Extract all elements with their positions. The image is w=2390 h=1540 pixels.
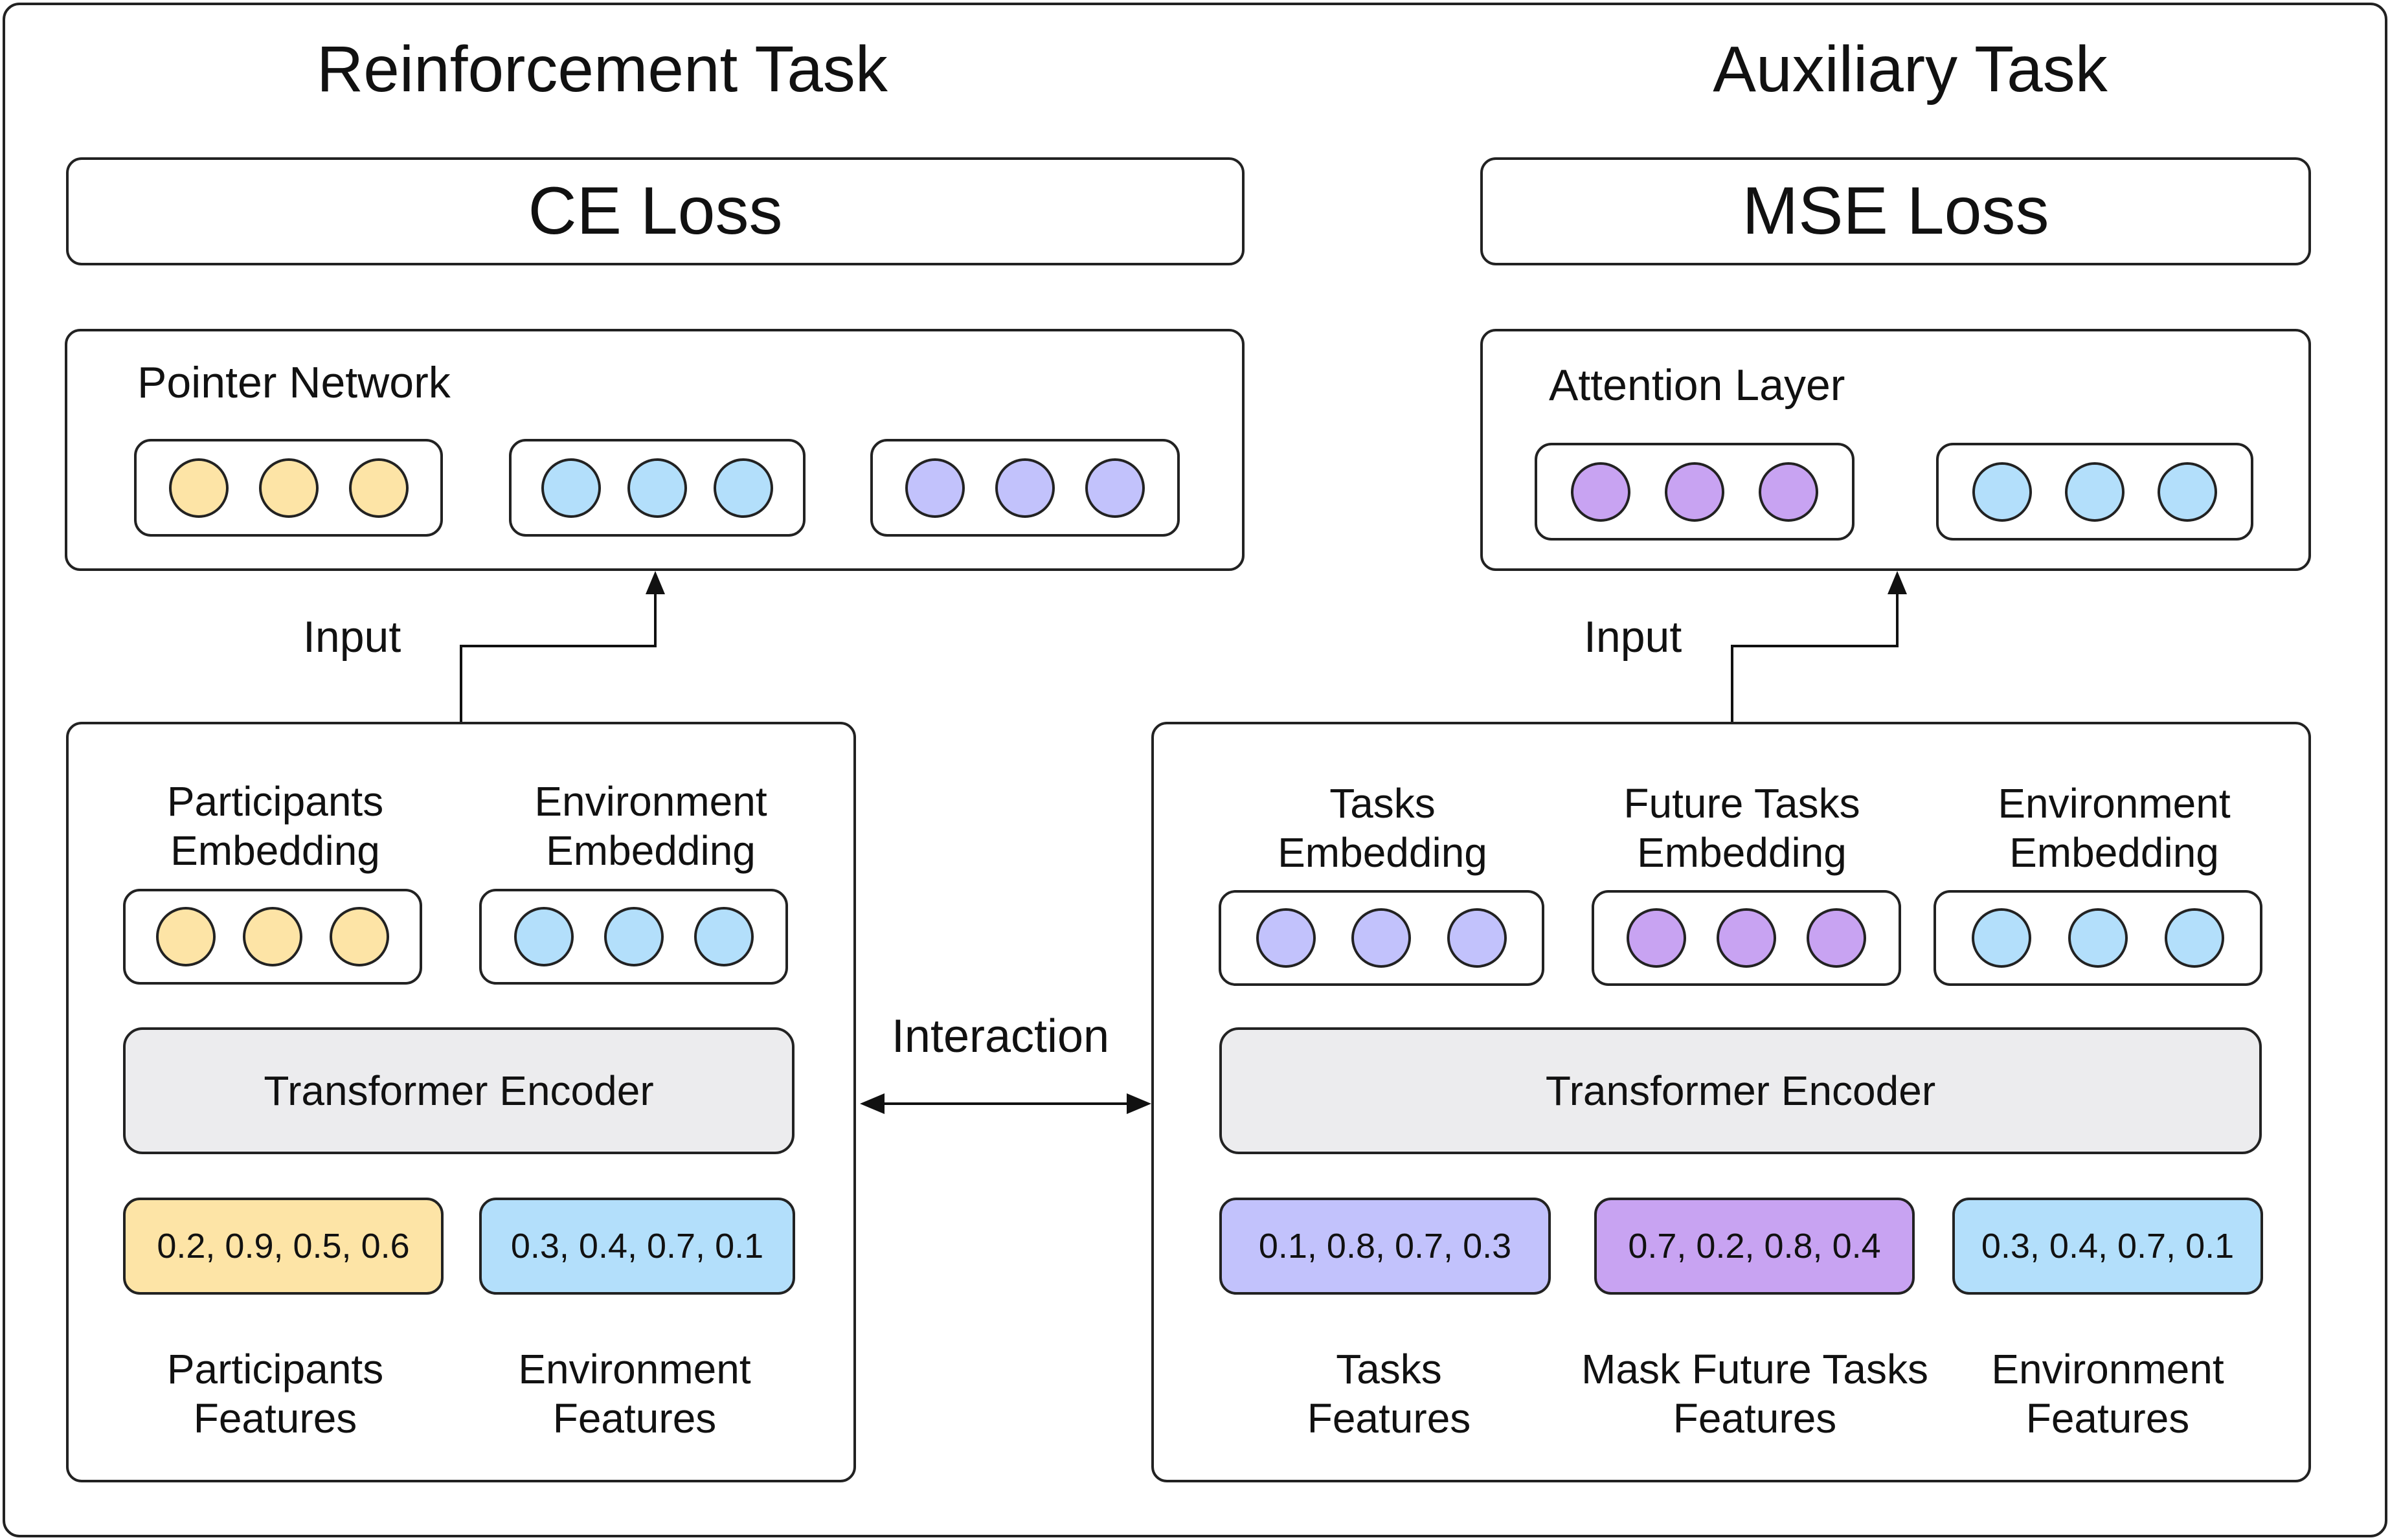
right-transformer-encoder: Transformer Encoder bbox=[1219, 1027, 2262, 1154]
environment-embedding-dot bbox=[713, 458, 773, 518]
pointer-participants-group bbox=[134, 439, 443, 537]
left-environment-embedding-group bbox=[479, 889, 788, 985]
participant-embedding-dot bbox=[348, 458, 409, 518]
right-input-label: Input bbox=[1584, 612, 1682, 662]
participant-embedding-dot bbox=[156, 907, 216, 966]
future-task-embedding-dot bbox=[1664, 462, 1724, 522]
tasks-embedding-group bbox=[1219, 890, 1544, 986]
right-input-arrowhead bbox=[1888, 571, 1907, 594]
participant-embedding-dot bbox=[258, 458, 319, 518]
left-transformer-encoder: Transformer Encoder bbox=[123, 1027, 795, 1154]
right-section-title: Auxiliary Task bbox=[1713, 33, 2108, 106]
left-input-label: Input bbox=[303, 612, 401, 662]
participant-embedding-dot bbox=[243, 907, 302, 966]
environment-embedding-dot bbox=[627, 458, 687, 518]
environment-embedding-dot bbox=[2064, 462, 2125, 522]
tasks-feature-values: 0.1, 0.8, 0.7, 0.3 bbox=[1219, 1198, 1551, 1295]
right-input-arrow bbox=[1731, 586, 1899, 722]
attention-environment-group bbox=[1936, 443, 2253, 541]
environment-embedding-dot bbox=[1972, 462, 2032, 522]
future-task-embedding-dot bbox=[1758, 462, 1818, 522]
left-input-arrow bbox=[460, 586, 657, 722]
interaction-label: Interaction bbox=[891, 1010, 1110, 1062]
interaction-arrowhead-left bbox=[860, 1093, 885, 1114]
future-tasks-embedding-group bbox=[1592, 890, 1901, 986]
attention-future-tasks-group bbox=[1535, 443, 1855, 541]
environment-embedding-dot bbox=[513, 907, 574, 966]
environment-embedding-dot bbox=[541, 458, 602, 518]
environment-embedding-dot bbox=[693, 907, 754, 966]
participants-embedding-group bbox=[123, 889, 422, 985]
future-task-embedding-dot bbox=[1716, 908, 1776, 968]
attention-layer-label: Attention Layer bbox=[1549, 361, 1845, 410]
future-task-embedding-dot bbox=[1571, 462, 1631, 522]
future-task-embedding-dot bbox=[1626, 908, 1686, 968]
participant-embedding-dot bbox=[330, 907, 389, 966]
task-embedding-dot bbox=[995, 458, 1055, 518]
right-environment-feature-values: 0.3, 0.4, 0.7, 0.1 bbox=[1952, 1198, 2263, 1295]
environment-embedding-dot bbox=[2165, 908, 2225, 968]
task-embedding-dot bbox=[1085, 458, 1145, 518]
environment-embedding-dot bbox=[2068, 908, 2128, 968]
right-environment-embedding-group bbox=[1933, 890, 2262, 986]
left-environment-feature-values: 0.3, 0.4, 0.7, 0.1 bbox=[479, 1198, 795, 1295]
task-embedding-dot bbox=[905, 458, 965, 518]
left-input-arrowhead bbox=[646, 571, 665, 594]
left-section-title: Reinforcement Task bbox=[317, 33, 888, 106]
environment-embedding-dot bbox=[1971, 908, 2031, 968]
pointer-environment-group bbox=[509, 439, 806, 537]
task-embedding-dot bbox=[1256, 908, 1316, 968]
participants-feature-values: 0.2, 0.9, 0.5, 0.6 bbox=[123, 1198, 444, 1295]
task-embedding-dot bbox=[1447, 908, 1507, 968]
participant-embedding-dot bbox=[168, 458, 229, 518]
future-task-embedding-dot bbox=[1807, 908, 1867, 968]
interaction-arrowhead-right bbox=[1127, 1093, 1151, 1114]
pointer-network-label: Pointer Network bbox=[137, 358, 451, 407]
task-embedding-dot bbox=[1351, 908, 1412, 968]
environment-embedding-dot bbox=[2158, 462, 2218, 522]
ce-loss-box: CE Loss bbox=[66, 157, 1245, 265]
pointer-tasks-group bbox=[870, 439, 1180, 537]
environment-embedding-dot bbox=[603, 907, 664, 966]
mse-loss-box: MSE Loss bbox=[1480, 157, 2311, 265]
future-tasks-feature-values: 0.7, 0.2, 0.8, 0.4 bbox=[1594, 1198, 1915, 1295]
